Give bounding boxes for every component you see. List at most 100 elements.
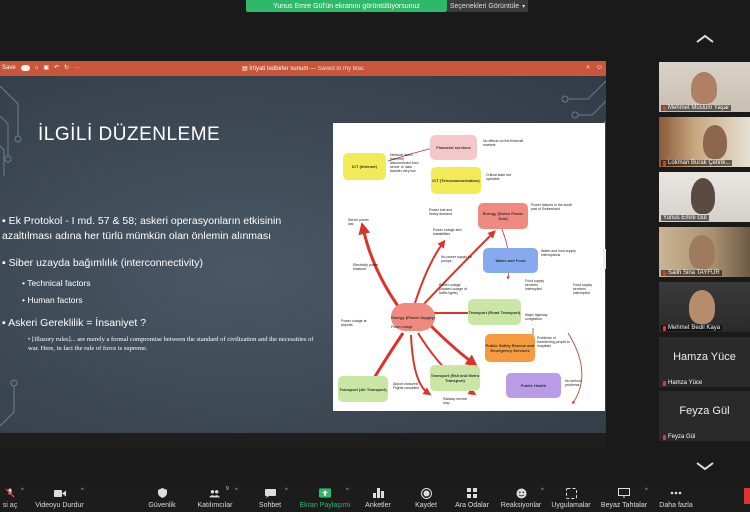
participant-tile[interactable]: Hamza Yüce Hamza Yüce bbox=[659, 337, 750, 387]
participant-name: Mehmet Bedil Kaya bbox=[668, 325, 721, 331]
autosave-toggle[interactable] bbox=[20, 64, 30, 71]
node-transport-rail-label: Transport (Rail and Metro Transport) bbox=[430, 373, 480, 383]
note-major-highway: Major highway congestion bbox=[525, 313, 548, 321]
participant-tile[interactable]: Mehmet Müslüm Yaşar bbox=[659, 62, 750, 112]
reactions-label: Reaksiyonlar bbox=[500, 502, 542, 509]
slide-title: İLGİLİ DÜZENLEME bbox=[38, 124, 221, 145]
participant-avatar bbox=[689, 235, 715, 269]
breakout-rooms-button[interactable]: Ara Odalar bbox=[453, 481, 491, 512]
participant-tile[interactable]: Salih Sina TAYFUR bbox=[659, 227, 750, 277]
note-no-effects: No effects on the financial markets bbox=[483, 139, 524, 147]
mic-muted-icon bbox=[663, 434, 666, 440]
document-name: İrtiyati tedbirler sunum bbox=[249, 66, 309, 72]
view-options-button[interactable]: Seçenekleri Görüntüle▾ bbox=[447, 0, 528, 12]
node-ict-internet-label: ICT (Internet) bbox=[352, 164, 377, 169]
chevron-up-icon[interactable]: ^ bbox=[541, 488, 544, 494]
shield-icon bbox=[156, 488, 168, 498]
screen-share-text: Yunus Emre Gül'ün ekranını görüntülüyors… bbox=[273, 2, 420, 10]
participants-icon bbox=[209, 488, 221, 498]
quote-body: [Illusory rules]... are merely a formal … bbox=[28, 336, 314, 352]
participant-tile[interactable]: Mehmet Bedil Kaya bbox=[659, 282, 750, 332]
node-energy-supply-label: Energy (Power Supply) bbox=[391, 314, 435, 320]
window-scroll-handle[interactable] bbox=[603, 249, 606, 269]
screen-share-banner: Yunus Emre Gül'ün ekranını görüntülüyors… bbox=[246, 0, 447, 12]
participants-button[interactable]: Katılımcılar bbox=[193, 481, 237, 512]
mic-muted-icon bbox=[4, 488, 16, 498]
share-screen-icon bbox=[319, 488, 331, 498]
save-status: — Saved to my Mac bbox=[310, 66, 365, 72]
view-options-label: Seçenekleri Görüntüle bbox=[449, 2, 520, 10]
whiteboards-label: Beyaz Tahtalar bbox=[600, 502, 648, 509]
account-icon[interactable]: ☺ bbox=[595, 64, 603, 71]
emoji-icon bbox=[515, 488, 527, 498]
node-ict-internet: ICT (Internet) bbox=[343, 153, 386, 180]
security-button[interactable]: Güvenlik bbox=[143, 481, 181, 512]
participant-avatar bbox=[691, 72, 717, 104]
apps-label: Uygulamalar bbox=[551, 502, 591, 509]
note-water-food-supply: Water and food supply interruptions bbox=[541, 249, 576, 257]
record-button[interactable]: Kaydet bbox=[410, 481, 442, 512]
chevron-up-icon[interactable]: ^ bbox=[285, 488, 288, 494]
chevron-up-icon[interactable]: ^ bbox=[21, 488, 24, 494]
participant-name: Hamza Yüce bbox=[668, 380, 703, 386]
chevron-up-icon[interactable]: ^ bbox=[81, 488, 84, 494]
chat-icon bbox=[264, 488, 276, 498]
node-public-safety-label: Public Safety Rescue and Emergency Servi… bbox=[485, 343, 535, 353]
chevron-down-icon: ▾ bbox=[522, 3, 526, 10]
gallery-scroll-down-icon[interactable] bbox=[695, 461, 715, 471]
apps-icon bbox=[565, 487, 577, 499]
more-icon[interactable]: ··· bbox=[74, 64, 81, 71]
breakout-rooms-label: Ara Odalar bbox=[455, 502, 489, 509]
more-button[interactable]: Daha fazla bbox=[656, 481, 696, 512]
mic-muted-icon bbox=[663, 325, 666, 331]
unmute-button[interactable]: si aç bbox=[0, 481, 20, 512]
undo-icon[interactable]: ↶ bbox=[53, 65, 60, 71]
note-railway-stop: Railway service stop bbox=[443, 397, 468, 405]
note-airport-closures: Airport closures/ Flights cancelled bbox=[393, 382, 420, 390]
node-energy-supply: Energy (Power Supply) bbox=[391, 303, 435, 331]
end-meeting-button[interactable] bbox=[744, 488, 750, 504]
participant-name-tag: Feyza Gül bbox=[661, 434, 697, 440]
stop-video-button[interactable]: Videoyu Durdur bbox=[32, 481, 87, 512]
whiteboards-button[interactable]: Beyaz Tahtalar bbox=[600, 481, 648, 512]
participants-label: Katılımcılar bbox=[197, 502, 233, 509]
node-transport-air-label: Transport (Air Transport) bbox=[339, 386, 387, 392]
participant-display-name: Feyza Gül bbox=[679, 405, 730, 417]
save-icon[interactable]: ▣ bbox=[43, 65, 49, 71]
polls-button[interactable]: Anketler bbox=[362, 481, 394, 512]
circuit-decoration-bottom bbox=[0, 379, 18, 427]
participant-name: Feyza Gül bbox=[668, 434, 696, 440]
home-icon[interactable]: ⌂ bbox=[34, 64, 39, 71]
participant-name: Yunus Emre Gül bbox=[663, 215, 707, 221]
slide-status-bar bbox=[0, 433, 606, 448]
redo-icon[interactable]: ↻ bbox=[64, 65, 70, 71]
gallery-scroll-up-icon[interactable] bbox=[695, 34, 715, 44]
node-transport-road: Transport (Road Transport) bbox=[468, 299, 521, 325]
participant-tile-active-speaker[interactable]: Yunus Emre Gül bbox=[659, 172, 750, 222]
share-screen-button[interactable]: Ekran Paylaşımı bbox=[299, 481, 351, 512]
chat-button[interactable]: Sohbet bbox=[256, 481, 284, 512]
participant-tile[interactable]: Lokman Burak Çetink... bbox=[659, 117, 750, 167]
node-public-health-label: Public Health bbox=[520, 383, 547, 388]
search-icon[interactable]: ⌕ bbox=[586, 64, 590, 71]
node-energy-grid-label: Energy (Swiss Power Grid) bbox=[482, 211, 524, 221]
chevron-up-icon[interactable]: ^ bbox=[346, 488, 349, 494]
sub-bullet-technical-text: Technical factors bbox=[27, 278, 91, 288]
participant-name-tag: Mehmet Müslüm Yaşar bbox=[661, 105, 732, 111]
reactions-button[interactable]: Reaksiyonlar bbox=[498, 481, 544, 512]
infrastructure-diagram: Financial services ICT (Internet) ICT (T… bbox=[333, 123, 605, 411]
node-financial: Financial services bbox=[430, 135, 477, 160]
apps-button[interactable]: Uygulamalar bbox=[549, 481, 593, 512]
note-electricity-blackout: Electricity power blackout bbox=[353, 263, 379, 271]
participant-avatar bbox=[689, 290, 715, 324]
chevron-up-icon[interactable]: ^ bbox=[645, 488, 648, 494]
bullet-protocol: ▪ Ek Protokol - I md. 57 & 58; askeri op… bbox=[2, 214, 327, 244]
more-label: Daha fazla bbox=[659, 502, 693, 509]
participant-tile[interactable]: Feyza Gül Feyza Gül bbox=[659, 391, 750, 441]
participant-avatar bbox=[691, 178, 715, 214]
chevron-up-icon[interactable]: ^ bbox=[235, 488, 238, 494]
node-public-health: Public Health bbox=[506, 373, 561, 398]
node-water-food-label: Water and Food bbox=[495, 258, 526, 263]
mic-muted-icon bbox=[663, 380, 666, 386]
node-financial-label: Financial services bbox=[436, 145, 471, 150]
